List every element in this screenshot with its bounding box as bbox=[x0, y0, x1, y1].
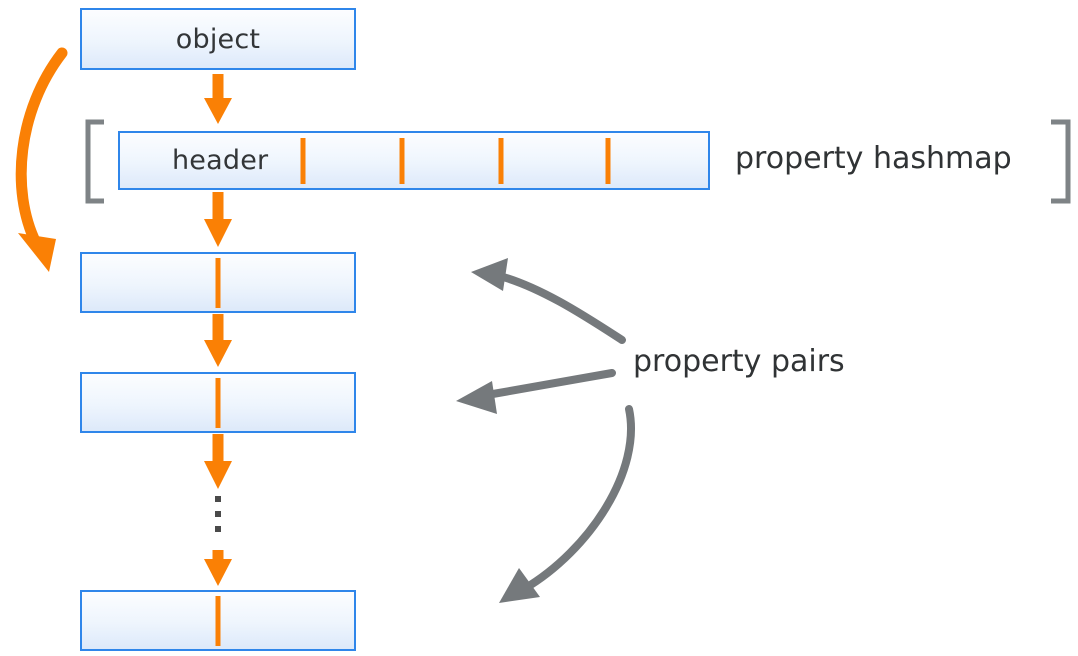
object-box-label: object bbox=[175, 23, 261, 55]
gray-arrow-to-pair-1 bbox=[471, 258, 626, 344]
vertical-ellipsis-icon bbox=[215, 496, 221, 532]
property-pair-box-1[interactable] bbox=[80, 252, 356, 313]
object-box[interactable]: object bbox=[80, 8, 356, 70]
orange-arrow-pair-1-to-pair-2 bbox=[204, 314, 232, 367]
ellipsis-dot-2 bbox=[215, 511, 221, 517]
orange-curved-arrow-object-to-chain bbox=[15, 47, 68, 272]
property-hashmap-label: property hashmap bbox=[735, 141, 1012, 176]
orange-arrow-ellipsis-to-pair-3 bbox=[204, 550, 232, 586]
hashmap-bracket-right bbox=[1051, 119, 1071, 204]
orange-arrow-header-to-pair-1 bbox=[204, 192, 232, 247]
property-pair-box-2[interactable] bbox=[80, 372, 356, 433]
ellipsis-dot-1 bbox=[215, 496, 221, 502]
gray-arrow-to-pair-2 bbox=[456, 369, 616, 414]
gray-arrow-to-pair-3 bbox=[499, 405, 635, 603]
ellipsis-dot-3 bbox=[215, 526, 221, 532]
hashmap-bracket-left bbox=[85, 119, 104, 204]
header-box[interactable]: header bbox=[118, 131, 710, 190]
property-pair-box-3[interactable] bbox=[80, 590, 356, 651]
property-pairs-label: property pairs bbox=[633, 344, 845, 379]
orange-arrow-pair-2-to-ellipsis bbox=[204, 434, 232, 489]
orange-arrow-object-to-header bbox=[204, 74, 232, 124]
header-box-label: header bbox=[172, 145, 269, 176]
